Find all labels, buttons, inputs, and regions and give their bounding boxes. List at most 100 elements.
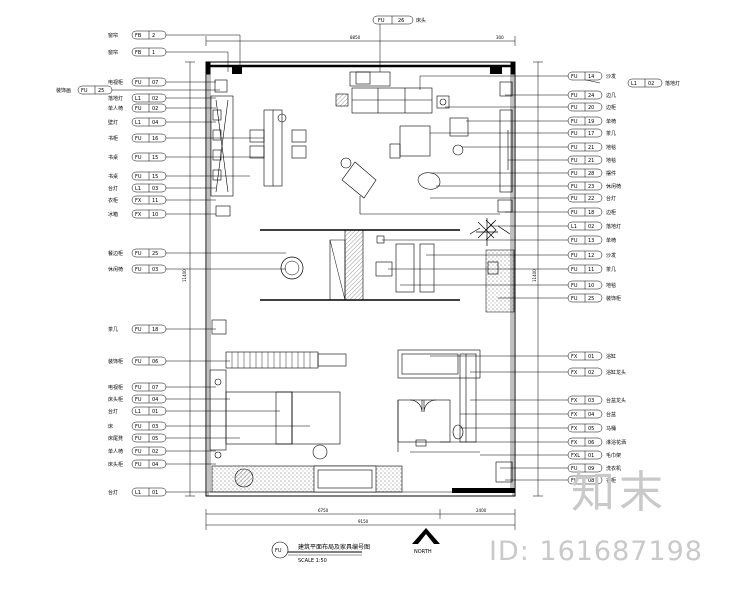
tag-number: 11 [152,198,158,204]
tag-description: 床 [108,423,113,430]
top-tag-num: 26 [398,18,404,24]
dim-bottom-total: 9150 [358,519,369,524]
living-zone [335,71,513,215]
dim-bottom-a: 6750 [318,508,329,513]
callout-tag-left: FX 11 衣柜 [108,195,167,205]
tag-number: 25 [588,296,594,302]
dim-bottom-b: 2400 [476,508,487,513]
tag-code: FU [571,93,578,99]
tag-description: 沙发 [606,73,616,80]
tag-number: 09 [588,466,594,472]
tag-number: 11 [588,267,594,273]
title-badge-text: FU [275,548,282,554]
drawing-scale: SCALE 1:50 [298,558,327,564]
tag-number: 2 [152,33,155,39]
tag-code: FX [135,198,142,204]
dimension-lines [185,36,543,530]
tag-description: 淋浴花洒 [606,439,626,446]
tag-code: FX [571,370,578,376]
tag-code: FU [571,131,578,137]
callout-tag-top: FU 26 床头 [372,15,426,25]
top-tag-desc: 床头 [416,17,426,24]
tag-description: 窗帘 [108,32,118,39]
right-outer-tag-num: 02 [648,81,654,87]
tag-code: FU [571,145,578,151]
tag-description: 地毯 [606,157,616,164]
tag-description: 边柜 [606,104,616,111]
tag-code: FU [571,296,578,302]
tag-number: 01 [588,354,594,360]
tag-number: 23 [588,184,594,190]
tag-description: 餐边柜 [108,250,123,257]
tag-code: FU [571,210,578,216]
tag-description: 单椅 [606,237,616,244]
tag-code: FU [135,449,142,455]
watermark-brand: 知末 [571,467,667,518]
tag-number: 02 [152,106,158,112]
tag-code: FU [135,155,142,161]
tag-code: FU [571,238,578,244]
leader-lines [112,24,601,493]
tag-number: 04 [588,412,594,418]
tag-code: FB [135,33,142,39]
tag-number: 15 [152,174,158,180]
dim-top-seg: 300 [496,35,504,40]
tag-description: 台灯 [108,489,118,496]
tag-description: 壁灯 [108,119,118,126]
tag-code: FU [571,74,578,80]
tag-number: 07 [152,80,158,86]
tag-code: L1 [135,490,141,496]
tag-number: 07 [152,385,158,391]
tag-code: FU [571,283,578,289]
tag-number: 20 [588,105,594,111]
bathroom-zone [397,349,513,483]
tag-description: 单人椅 [108,448,123,455]
tag-code: FU [571,119,578,125]
tag-number: 28 [588,171,594,177]
tag-code: FX [571,398,578,404]
tag-description: 台盆龙头 [606,397,626,404]
tag-number: 04 [152,462,158,468]
tag-number: 02 [152,449,158,455]
tag-description: 书柜 [108,135,118,142]
tag-code: L1 [135,96,141,102]
tag-code: FB [135,50,142,56]
tag-code: FU [571,171,578,177]
tag-code: FU [135,80,142,86]
tag-description: 落地灯 [606,223,621,230]
tag-number: 05 [152,436,158,442]
tag-description: 浴缸 [606,353,616,360]
tag-description: 台灯 [108,408,118,415]
dim-left-total: 11400 [182,269,187,282]
tag-description: 地毯 [606,144,616,151]
tag-number: 08 [588,478,594,484]
tag-code: FU [135,359,142,365]
callout-tag-right-outer: L1 02 落地灯 [627,78,680,88]
north-label: NORTH [414,549,432,555]
left-outer-tag-num: 25 [98,88,104,94]
dim-right-total: 11400 [532,269,537,282]
tag-description: 衣柜 [108,197,118,204]
tag-number: 02 [152,96,158,102]
tag-number: 06 [152,359,158,365]
tag-description: 衣柜 [606,477,616,484]
